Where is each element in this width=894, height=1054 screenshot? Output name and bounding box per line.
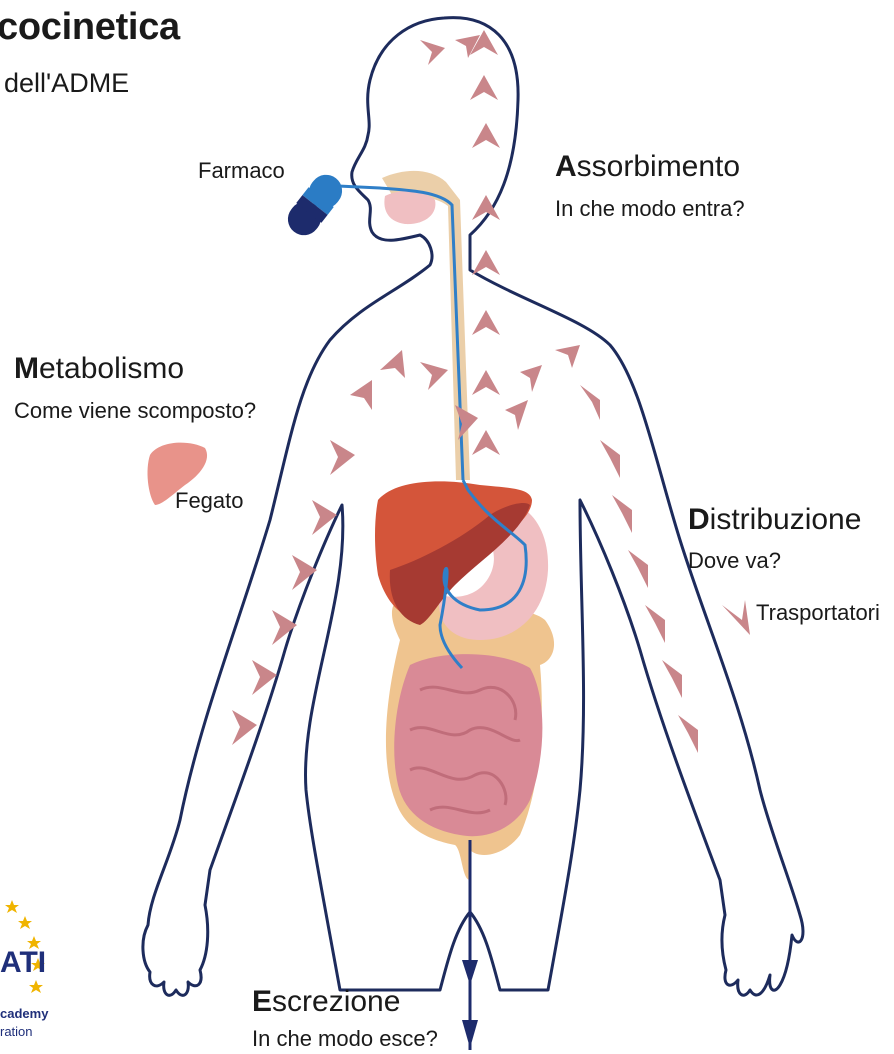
drug-label: Farmaco [198,158,285,184]
transporter-arrow [380,350,405,378]
excretion-rest: screzione [272,985,400,1018]
transporter-arrow [472,123,500,148]
transporters-label: Trasportatori [756,600,880,626]
transporter-arrow [472,370,500,395]
excretion-heading: Escrezione [252,985,400,1019]
page-title: cocinetica [0,6,180,49]
distribution-rest: istribuzione [710,503,862,536]
transporter-arrow [600,440,620,478]
excretion-initial: E [252,985,272,1018]
transporter-arrow [472,250,500,275]
transporter-arrow [580,385,600,420]
transporter-arrow [420,362,448,390]
absorption-rest: ssorbimento [577,150,740,183]
drug-pill-icon [281,168,348,241]
absorption-heading: Assorbimento [555,150,740,184]
transporter-arrow [678,715,698,753]
absorption-initial: A [555,150,577,183]
transporter-arrow [662,660,682,698]
distribution-initial: D [688,503,710,536]
distribution-heading: Distribuzione [688,503,861,537]
transporter-arrow [472,430,500,455]
transporter-arrow [505,400,528,430]
transporter-arrow [420,40,445,65]
transporter-arrow [645,605,665,643]
excretion-arrow-1 [462,960,478,985]
logo-main-text: ATI [0,946,46,980]
transporter-arrow [272,610,297,645]
transporter-legend-arrow [722,600,750,635]
transporter-arrow [350,380,372,410]
metabolism-heading: Metabolismo [14,352,184,386]
drug-route-line [338,186,463,480]
metabolism-question: Come viene scomposto? [14,398,256,424]
transporter-arrow [312,500,337,535]
absorption-question: In che modo entra? [555,196,745,222]
metabolism-rest: etabolismo [39,352,184,385]
transporter-arrow [330,440,355,475]
small-intestine [394,654,542,836]
liver-label: Fegato [175,488,244,514]
distribution-question: Dove va? [688,548,781,574]
page-subtitle: dell'ADME [4,68,129,99]
transporter-arrow [628,550,648,588]
excretion-arrow-2 [462,1020,478,1048]
logo-line-3: ration [0,1024,33,1039]
logo-star [5,900,19,913]
transporter-arrow [520,365,542,392]
metabolism-initial: M [14,352,39,385]
logo-star [29,980,43,993]
transporter-arrow [612,495,632,533]
logo-line-2: cademy [0,1006,48,1021]
mouth-cavity [384,191,435,224]
excretion-question: In che modo esce? [252,1026,438,1052]
transporter-arrow [472,310,500,335]
transporter-arrow [292,555,317,590]
logo-star [18,916,32,929]
transporter-arrow [470,75,498,100]
transporter-arrow [232,710,257,745]
transporter-arrow [555,345,580,368]
